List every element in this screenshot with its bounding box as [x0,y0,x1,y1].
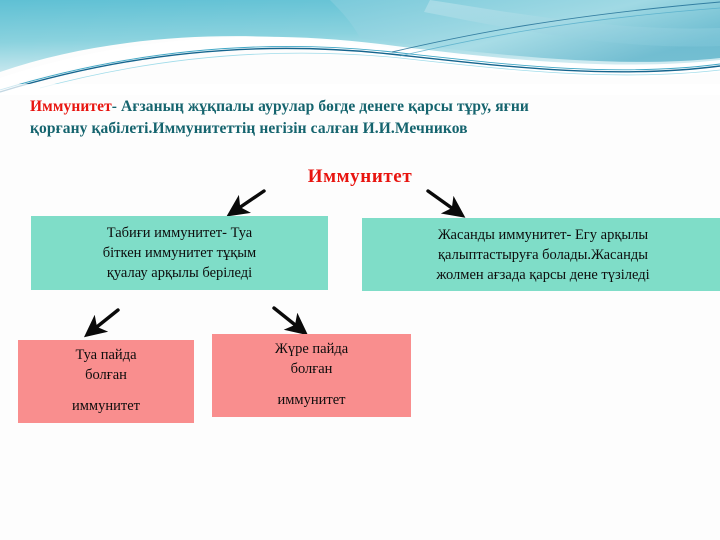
node-natural-line-3: қуалау арқылы беріледі [106,265,253,281]
banner-diagonal-line-1 [391,1,720,53]
title-rest-line-1: - Ағзаның жұқпалы аурулар бөгде денеге қ… [111,98,529,115]
node-artificial-line-3: жолмен ағзада қарсы дене түзіледі [436,266,650,283]
node-innate-line-3: иммунитет [72,398,140,415]
banner-mid-line [0,45,720,91]
banner-light-line [39,52,720,89]
arrow-root-to-natural [226,189,266,217]
node-acquired-line-2: болған [290,360,333,377]
node-box-innate-immunity[interactable]: Туа пайда болған иммунитет [18,340,194,423]
arrow-natural-to-acquired [272,306,309,336]
slide-title-paragraph: Иммунитет- Ағзаның жұқпалы аурулар бөгде… [30,96,690,141]
arrow-natural-to-innate [83,308,120,338]
root-node-label: Иммунитет [307,166,413,187]
title-line-2: қорғану қабілеті.Иммунитеттің негізін са… [30,120,468,138]
node-innate-line-1: Туа пайда [75,347,137,364]
node-acquired-line-1: Жүре пайда [274,341,349,358]
node-box-artificial-immunity[interactable]: Жасанды иммунитет- Егу арқылы қалыптасты… [362,218,720,291]
node-artificial-line-1: Жасанды иммунитет- Егу арқылы [437,226,649,243]
node-artificial-line-2: қалыптастыруға болады.Жасанды [438,246,648,263]
node-box-acquired-immunity[interactable]: Жүре пайда болған иммунитет [212,334,411,417]
node-natural-line-1: Табиғи иммунитет- Туа [106,225,253,241]
node-acquired-line-3: иммунитет [277,392,346,409]
node-box-natural-immunity[interactable]: Табиғи иммунитет- Туа біткен иммунитет т… [31,216,328,290]
banner-highlight-arc [424,0,720,47]
node-innate-line-2: болған [85,366,127,383]
header-wave-banner [0,0,720,95]
banner-dark-line [0,47,720,93]
arrow-root-to-artificial [426,189,466,218]
root-node-heading: Иммунитет [0,166,720,188]
banner-fade [0,84,720,95]
node-natural-line-2: біткен иммунитет тұқым [102,245,257,261]
banner-white-swoosh [0,36,720,88]
title-keyword: Иммунитет [30,98,112,115]
banner-diagonal-line-2 [399,7,720,57]
